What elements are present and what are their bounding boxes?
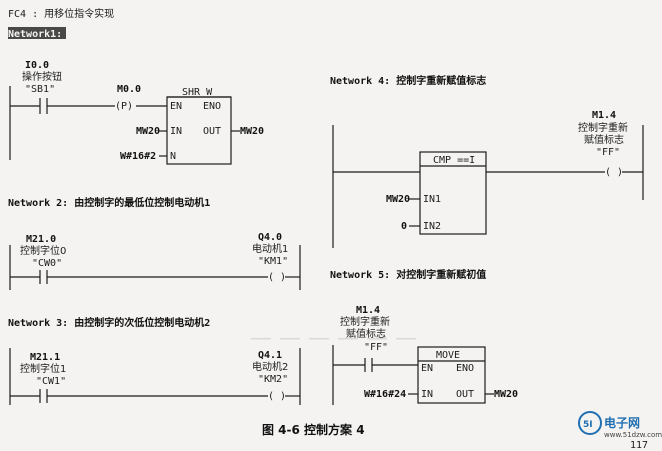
network-4-title: Network 4: 控制字重新赋值标志 — [330, 74, 486, 87]
nw4-coil-sym: "FF" — [596, 147, 620, 158]
nw1-n-pin: N — [170, 151, 176, 162]
nw3-contact-label: 控制字位1 — [20, 362, 66, 375]
nw5-contact-sym: "FF" — [364, 342, 388, 353]
network-2: Network 2: 由控制字的最低位控制电动机1 M21.0 控制字位0 "C… — [8, 196, 301, 290]
nw4-coil-addr: M1.4 — [592, 110, 616, 121]
nw2-coil-label: 电动机1 — [252, 242, 288, 255]
nw1-input-label: 操作按钮 — [22, 70, 62, 83]
nw3-coil[interactable]: ( ) — [268, 391, 286, 402]
nw4-block-name: CMP ==I — [433, 155, 475, 166]
nw1-input-sym: "SB1" — [25, 84, 55, 95]
nw5-out-pin: OUT — [456, 389, 474, 400]
nw5-out-value: MW20 — [494, 389, 518, 400]
nw3-coil-addr: Q4.1 — [258, 350, 282, 361]
nw5-in-pin: IN — [421, 389, 433, 400]
nw4-in2-value: 0 — [401, 221, 407, 232]
network-3-title: Network 3: 由控制字的次低位控制电动机2 — [8, 316, 210, 329]
nw5-eno-pin: ENO — [456, 363, 474, 374]
watermark-circle-icon — [578, 411, 602, 435]
figure-caption: 图 4-6 控制方案 4 — [262, 422, 365, 437]
nw1-n-value: W#16#2 — [120, 151, 156, 162]
nw4-coil[interactable]: ( ) — [605, 167, 623, 178]
nw2-contact-addr: M21.0 — [26, 234, 56, 245]
nw3-coil-sym: "KM2" — [258, 374, 288, 385]
nw5-move-block[interactable] — [417, 346, 486, 404]
nw5-contact-label-2: 赋值标志 — [346, 327, 386, 340]
nw1-in-value: MW20 — [136, 126, 160, 137]
nw1-input-addr: I0.0 — [25, 60, 49, 71]
nw5-contact-label-1: 控制字重新 — [340, 315, 390, 328]
nw1-eno-pin: ENO — [203, 101, 221, 112]
network-3: Network 3: 由控制字的次低位控制电动机2 M21.1 控制字位1 "C… — [8, 316, 301, 405]
nw2-contact-label: 控制字位0 — [20, 244, 66, 257]
nw4-coil-label-2: 赋值标志 — [584, 133, 624, 146]
nw5-contact-addr: M1.4 — [356, 305, 380, 316]
nw2-coil-addr: Q4.0 — [258, 232, 282, 243]
nw1-en-pin: EN — [170, 101, 182, 112]
nw3-contact-sym: "CW1" — [36, 376, 66, 387]
nw1-block-name: SHR_W — [182, 87, 213, 98]
nw5-en-pin: EN — [421, 363, 433, 374]
watermark-text: 电子网 — [604, 415, 640, 430]
network-2-title: Network 2: 由控制字的最低位控制电动机1 — [8, 196, 210, 209]
nw4-in2-pin: IN2 — [423, 221, 441, 232]
nw1-edge-addr: M0.0 — [117, 84, 141, 95]
watermark-url: www.51dzw.com — [604, 431, 662, 439]
nw1-in-pin: IN — [170, 126, 182, 137]
nw4-in1-value: MW20 — [386, 194, 410, 205]
nw3-contact-addr: M21.1 — [30, 352, 60, 363]
page-number: 117 — [630, 440, 648, 451]
nw2-contact-sym: "CW0" — [32, 258, 62, 269]
nw4-in1-pin: IN1 — [423, 194, 441, 205]
nw4-coil-label-1: 控制字重新 — [578, 121, 628, 134]
network-5: Network 5: 对控制字重新赋初值 M1.4 控制字重新 赋值标志 "FF… — [330, 268, 518, 405]
network-5-title: Network 5: 对控制字重新赋初值 — [330, 268, 486, 281]
nw1-input-contact[interactable] — [39, 98, 48, 114]
nw1-out-pin: OUT — [203, 126, 221, 137]
nw3-coil-label: 电动机2 — [252, 360, 288, 373]
nw1-out-value: MW20 — [240, 126, 264, 137]
watermark-mark-icon: 5I — [583, 420, 593, 430]
nw5-contact[interactable] — [364, 358, 373, 372]
fc-title: FC4 : 用移位指令实现 — [8, 7, 114, 20]
watermark-logo: 5I 电子网 www.51dzw.com — [578, 411, 662, 439]
nw5-block-name: MOVE — [436, 350, 460, 361]
network-1-title: Network1: 控制字右移2位 — [8, 27, 134, 40]
nw2-contact[interactable] — [39, 270, 48, 284]
network-1-label-highlight — [8, 27, 66, 39]
network-1: I0.0 操作按钮 "SB1" M0.0 (P) SHR_W EN ENO IN… — [9, 60, 264, 165]
nw1-edge-symbol[interactable]: (P) — [115, 101, 133, 112]
nw5-in-value: W#16#24 — [364, 389, 406, 400]
nw4-cmp-block[interactable] — [419, 151, 487, 235]
nw2-coil[interactable]: ( ) — [268, 272, 286, 283]
network-4: Network 4: 控制字重新赋值标志 CMP ==I IN1 IN2 MW2… — [330, 74, 644, 248]
nw3-contact[interactable] — [39, 389, 48, 403]
nw2-coil-sym: "KM1" — [258, 256, 288, 267]
